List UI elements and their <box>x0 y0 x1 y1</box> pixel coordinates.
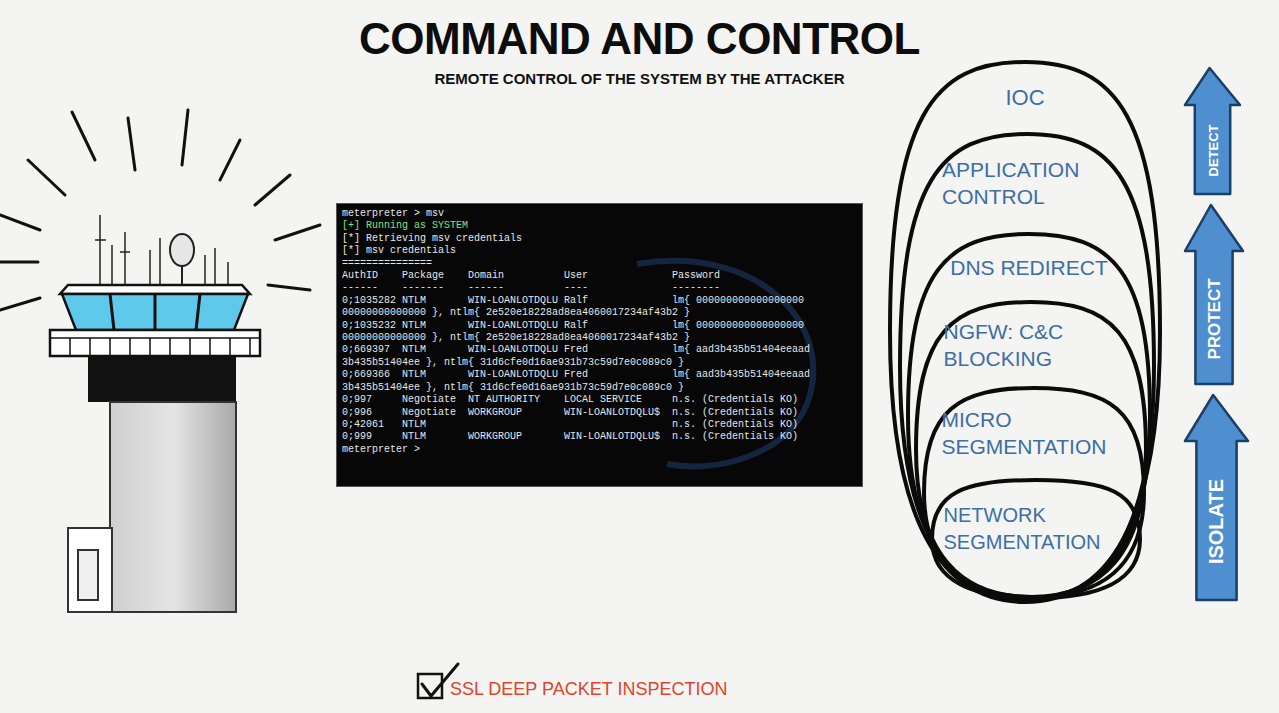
terminal-line: 3b435b51404ee }, ntlm{ 31d6cfe0d16ae931b… <box>342 382 857 394</box>
arrow-shape: DETECT <box>1183 66 1242 196</box>
terminal-line: 00000000000000 }, ntlm{ 2e520e18228ad8ea… <box>342 307 857 319</box>
layer-label-wrap: IOC <box>890 84 1160 111</box>
terminal-line: 0;999 NTLM WORKGROUP WIN-LOANLOTDQLU$ n.… <box>342 431 857 443</box>
subtitle: REMOTE CONTROL OF THE SYSTEM BY THE ATTA… <box>0 70 1279 87</box>
terminal-window: meterpreter > msv[+] Running as SYSTEM[*… <box>336 203 863 487</box>
terminal-line: 0;1035232 NTLM WIN-LOANLOTDQLU Ralf lm{ … <box>342 320 857 332</box>
ellipse-layer: NETWORK SEGMENTATION <box>932 480 1140 598</box>
ellipse-layer: DNS REDIRECT NGFW: C&C BLOCKING MICRO SEGM… <box>908 234 1150 598</box>
arrow-polygon <box>1185 205 1243 384</box>
diagram-title: COMMAND AND CONTROL <box>0 14 1279 64</box>
layer-label-wrap: APPLICATION CONTROL <box>900 156 1154 210</box>
terminal-line: meterpreter > msv <box>342 208 857 220</box>
terminal-line: 0;42061 NTLM n.s. (Credentials KO) <box>342 419 857 431</box>
terminal-line: 0;996 Negotiate WORKGROUP WIN-LOANLOTDQL… <box>342 407 857 419</box>
layer-label: NGFW: C&C BLOCKING <box>944 318 1119 372</box>
terminal-line: 0;669366 NTLM WIN-LOANLOTDQLU Fred lm{ a… <box>342 369 857 381</box>
terminal-line: AuthID Package Domain User Password <box>342 270 857 282</box>
layer-label: MICRO SEGMENTATION <box>942 406 1127 460</box>
layer-label-wrap: DNS REDIRECT <box>908 254 1150 281</box>
checklist-item: SSL DEEP PACKET INSPECTION <box>450 679 727 700</box>
ellipse-layer: IOC APPLICATION CONTROL DNS REDIRECT NGFW: … <box>890 62 1160 602</box>
ellipse-path <box>908 234 1150 598</box>
terminal-line: [*] msv credentials <box>342 245 857 257</box>
ellipse-path <box>932 480 1140 598</box>
terminal-line: ------ ------- ------ ---- -------- <box>342 282 857 294</box>
ellipse-path <box>900 134 1154 600</box>
terminal-line: 3b435b51404ee }, ntlm{ 31d6cfe0d16ae931b… <box>342 357 857 369</box>
ellipse-path <box>924 388 1144 597</box>
arrow-polygon <box>1185 68 1240 194</box>
ellipse-layer: APPLICATION CONTROL DNS REDIRECT NGFW: C&C… <box>900 134 1154 600</box>
signal-rays <box>0 110 320 310</box>
ellipse-path <box>890 62 1160 602</box>
terminal-line: meterpreter > <box>342 444 857 456</box>
terminal-line: =============== <box>342 258 857 270</box>
layer-label-wrap: MICRO SEGMENTATION <box>924 406 1144 460</box>
arrow-label: ISOLATE <box>1205 479 1228 564</box>
arrow-shape: PROTECT <box>1183 203 1245 386</box>
ellipse-path <box>916 302 1146 597</box>
arrow-label: DETECT <box>1205 125 1220 177</box>
ellipse-layer: NGFW: C&C BLOCKING MICRO SEGMENTATION NETW… <box>916 302 1146 597</box>
arrow-polygon <box>1185 395 1248 600</box>
layer-label: NETWORK SEGMENTATION <box>944 502 1129 556</box>
arrow-shape: ISOLATE <box>1183 393 1250 602</box>
layer-label-wrap: NETWORK SEGMENTATION <box>932 502 1140 556</box>
terminal-line: [+] Running as SYSTEM <box>342 220 857 232</box>
terminal-line: 0;997 Negotiate NT AUTHORITY LOCAL SERVI… <box>342 394 857 406</box>
terminal-line: [*] Retrieving msv credentials <box>342 233 857 245</box>
terminal-line: 0;1035282 NTLM WIN-LOANLOTDQLU Ralf lm{ … <box>342 295 857 307</box>
arrow-label: PROTECT <box>1204 278 1224 359</box>
terminal-line: 0;669397 NTLM WIN-LOANLOTDQLU Fred lm{ a… <box>342 344 857 356</box>
layer-label: APPLICATION CONTROL <box>942 156 1112 210</box>
layer-label-wrap: NGFW: C&C BLOCKING <box>916 318 1146 372</box>
layer-label: IOC <box>1005 84 1044 111</box>
terminal-line: 00000000000000 }, ntlm{ 2e520e18228ad8ea… <box>342 332 857 344</box>
satellite-dish <box>170 234 194 285</box>
layer-label: DNS REDIRECT <box>950 254 1108 281</box>
ellipse-layer: MICRO SEGMENTATION NETWORK SEGMENTATION <box>924 388 1144 597</box>
